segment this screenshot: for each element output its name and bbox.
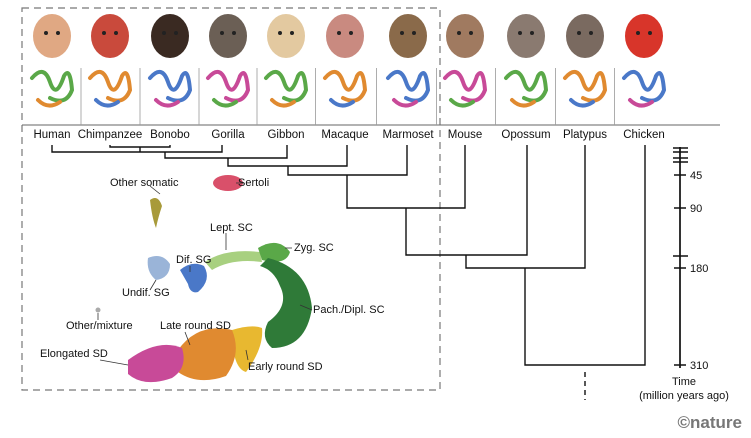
trajectory-plot (622, 70, 667, 108)
trajectory-plot (563, 70, 608, 108)
leader-line (184, 331, 191, 346)
cluster-undif-sg (147, 256, 170, 280)
cluster-sertoli (213, 175, 243, 191)
cell-type-label: Undif. SG (122, 287, 170, 299)
species-label: Marmoset (382, 129, 434, 141)
phylogenetic-tree (51, 145, 646, 400)
cell-type-label: Early round SD (248, 361, 323, 373)
species-portrait-chicken (625, 14, 663, 58)
species-label: Bonobo (150, 129, 190, 141)
umap-plot (95, 175, 312, 383)
cell-type-label: Zyg. SC (294, 242, 334, 254)
species-label: Gibbon (267, 129, 304, 141)
species-label: Chicken (623, 129, 665, 141)
trajectory-plot (323, 70, 368, 108)
cluster-lept-sc (205, 251, 262, 270)
species-portrait-gibbon (267, 14, 305, 58)
species-label: Macaque (321, 129, 368, 141)
trajectory-plot (443, 70, 488, 108)
cluster-late-round (178, 328, 236, 381)
cell-type-label: Sertoli (238, 177, 269, 189)
species-label: Mouse (448, 129, 483, 141)
trajectory-plot (148, 70, 193, 108)
cell-type-label: Pach./Dipl. SC (313, 304, 385, 316)
species-portrait-macaque (326, 14, 364, 58)
trajectory-plot (88, 70, 133, 108)
leader-line (245, 349, 249, 361)
leader-line (149, 279, 157, 291)
species-label: Chimpanzee (78, 129, 143, 141)
nature-credit: ©nature (678, 413, 742, 432)
leader-line (149, 185, 161, 195)
species-label: Gorilla (211, 129, 245, 141)
leader-line (99, 359, 129, 366)
species-portrait-mouse (446, 14, 484, 58)
trajectory-plot (386, 70, 431, 108)
cluster-other-somatic (150, 198, 162, 228)
species-portrait-gorilla (209, 14, 247, 58)
cell-type-label: Dif. SG (176, 254, 211, 266)
tick-label: 90 (690, 203, 702, 215)
tick-label: 310 (690, 360, 708, 372)
cluster-early-round (232, 326, 263, 372)
cell-type-label: Other somatic (110, 177, 179, 189)
species-portrait-human (33, 14, 71, 58)
cluster-pach-sc (260, 258, 312, 348)
axis-subtitle: (million years ago) (639, 390, 729, 402)
species-portrait-opossum (507, 14, 545, 58)
cluster-elongated (128, 344, 184, 383)
cell-type-label: Late round SD (160, 320, 231, 332)
species-portrait-platypus (566, 14, 604, 58)
species-portrait-chimpanzee (91, 14, 129, 58)
species-portrait-bonobo (151, 14, 189, 58)
cell-type-label: Other/mixture (66, 320, 133, 332)
primate-group-box (21, 7, 441, 391)
trajectory-plot (30, 70, 75, 108)
cell-type-label: Elongated SD (40, 348, 108, 360)
species-label: Platypus (563, 129, 607, 141)
leader-line (299, 304, 313, 311)
time-axis: 45 90 180 310 Time (million years ago) (639, 147, 729, 402)
species-label: Human (33, 129, 70, 141)
species-portrait-marmoset (389, 14, 427, 58)
trajectory-plot (504, 70, 549, 108)
axis-title: Time (672, 376, 696, 388)
trajectory-plot (264, 70, 309, 108)
cluster-zyg-sc (258, 242, 290, 262)
cluster-dif-sg (180, 263, 207, 293)
tick-label: 45 (690, 170, 702, 182)
cluster-other-mixture (95, 307, 101, 313)
trajectory-plot (206, 70, 251, 108)
cell-type-label: Lept. SC (210, 222, 253, 234)
species-label: Opossum (501, 129, 550, 141)
tick-label: 180 (690, 263, 708, 275)
